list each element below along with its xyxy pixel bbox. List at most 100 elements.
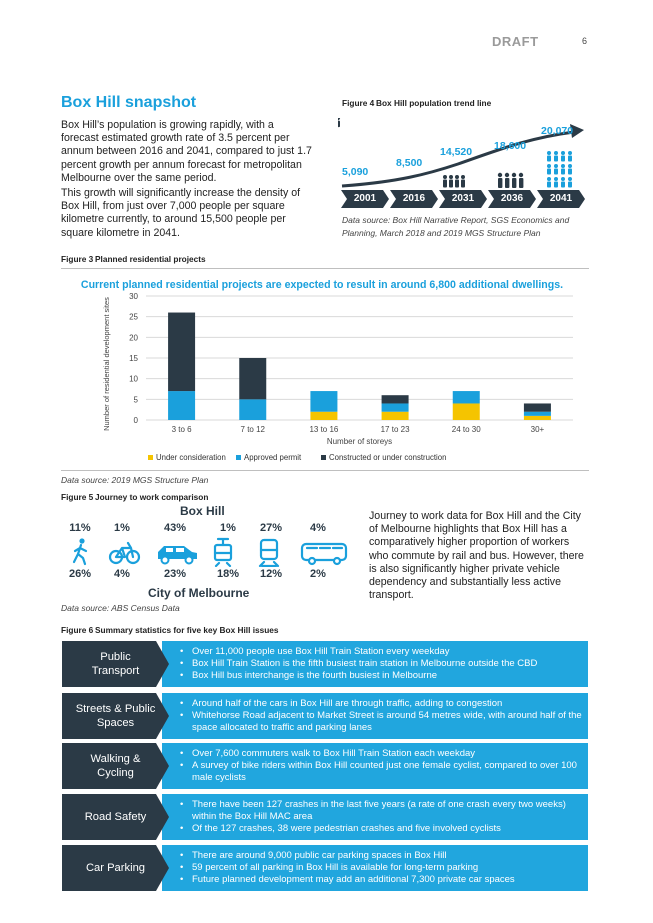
- stat-item: Whitehorse Road adjacent to Market Stree…: [180, 710, 582, 734]
- population-people-icons: [443, 172, 524, 188]
- figure5-label: Figure 5: [61, 492, 94, 502]
- journey-paragraph: Journey to work data for Box Hill and th…: [369, 510, 584, 602]
- stat-item: 59 percent of all parking in Box Hill is…: [180, 862, 515, 874]
- legend-swatch: [236, 455, 241, 460]
- melbourne-walk: 26%: [68, 568, 92, 580]
- x-tick-label: 17 to 23: [381, 425, 410, 434]
- bar-segment: [523, 411, 551, 416]
- stat-item: Future planned development may add an ad…: [180, 874, 515, 886]
- chart-title: Current planned residential projects are…: [80, 279, 564, 291]
- stat-item: There are around 9,000 public car parkin…: [180, 850, 515, 862]
- issue-row-streets: Around half of the cars in Box Hill are …: [62, 693, 588, 739]
- x-tick-label: 3 to 6: [172, 425, 193, 434]
- stat-item: Box Hill bus interchange is the fourth b…: [180, 670, 537, 682]
- stat-item: Box Hill Train Station is the fifth busi…: [180, 658, 537, 670]
- boxhill-walk: 11%: [69, 522, 91, 534]
- pop-value-2016: 8,500: [396, 157, 423, 169]
- figure4-label: Figure 4: [342, 98, 375, 108]
- population-trend-graphic: [338, 118, 584, 188]
- people-group-2031: [443, 175, 465, 188]
- car-icon: [158, 546, 197, 565]
- issue-tag: Public Transport: [62, 641, 169, 687]
- x-tick-label: 30+: [531, 425, 545, 434]
- issue-stats: Over 11,000 people use Box Hill Train St…: [162, 641, 588, 687]
- people-group-2041: [547, 151, 572, 188]
- figure3-top-rule: [61, 268, 589, 269]
- y-tick-label: 15: [129, 354, 138, 363]
- issue-row-car-parking: There are around 9,000 public car parkin…: [62, 845, 588, 891]
- snapshot-paragraph-1: Box Hill’s population is growing rapidly…: [61, 119, 312, 184]
- x-axis-label: Number of storeys: [327, 437, 392, 446]
- y-tick-label: 30: [129, 292, 138, 301]
- melbourne-car: 23%: [163, 568, 187, 580]
- figure3-title: Planned residential projects: [95, 254, 206, 264]
- issue-tag: Walking & Cycling: [62, 743, 169, 789]
- figure3-source: Data source: 2019 MGS Structure Plan: [61, 475, 209, 485]
- melbourne-train: 12%: [259, 568, 283, 580]
- issue-stats: There have been 127 crashes in the last …: [162, 794, 588, 840]
- bar-segment: [239, 399, 267, 420]
- page-number: 6: [582, 36, 588, 46]
- pop-value-2001: 5,090: [342, 166, 369, 178]
- legend-swatch: [148, 455, 153, 460]
- issue-row-public-transport: Over 11,000 people use Box Hill Train St…: [62, 641, 588, 687]
- year-2016: 2016: [390, 190, 438, 208]
- snapshot-paragraph-2: This growth will significantly increase …: [61, 187, 301, 239]
- tram-icon: [213, 537, 233, 567]
- transport-mode-icons: [72, 537, 348, 567]
- year-2041: 2041: [537, 190, 585, 208]
- issue-tag-label: Streets & Public Spaces: [75, 703, 156, 729]
- bar-segment: [310, 391, 338, 412]
- stat-item: Around half of the cars in Box Hill are …: [180, 698, 582, 710]
- figure5-source: Data source: ABS Census Data: [61, 603, 180, 613]
- population-trend-line: [341, 130, 575, 188]
- bar-segment: [239, 358, 267, 400]
- x-tick-label: 7 to 12: [241, 425, 266, 434]
- issue-stats: Around half of the cars in Box Hill are …: [162, 693, 588, 739]
- year-2001: 2001: [341, 190, 389, 208]
- year-2036: 2036: [488, 190, 536, 208]
- issue-tag-label: Public Transport: [91, 651, 140, 677]
- boxhill-train: 27%: [259, 522, 283, 534]
- issue-tag: Car Parking: [62, 845, 169, 891]
- x-tick-label: 13 to 16: [309, 425, 338, 434]
- bar-segment: [452, 391, 480, 404]
- legend-label: Under consideration: [156, 453, 226, 462]
- year-2031: 2031: [439, 190, 487, 208]
- bar-segment: [452, 403, 480, 420]
- y-tick-label: 10: [129, 375, 138, 384]
- melbourne-bus: 2%: [310, 568, 326, 580]
- boxhill-bus: 4%: [310, 522, 326, 534]
- trend-arrowhead: [570, 124, 584, 138]
- issue-tag-label: Car Parking: [85, 862, 146, 874]
- bar-segment: [168, 391, 196, 420]
- bar-segment: [523, 415, 551, 420]
- boxhill-cycle: 1%: [114, 522, 130, 534]
- bar-segment: [168, 312, 196, 392]
- issue-stats: There are around 9,000 public car parkin…: [162, 845, 588, 891]
- legend-swatch: [321, 455, 326, 460]
- draft-watermark: DRAFT: [492, 34, 539, 49]
- figure4-source: Data source: Box Hill Narrative Report, …: [342, 215, 570, 238]
- y-tick-label: 0: [134, 416, 139, 425]
- bar-segment: [381, 403, 409, 412]
- figure3-bottom-rule: [61, 470, 589, 471]
- section-title: Box Hill snapshot: [61, 94, 197, 111]
- y-axis-label: Number of residential development sites: [102, 297, 111, 431]
- pop-value-2041: 20,070: [541, 125, 574, 137]
- issue-row-road-safety: There have been 127 crashes in the last …: [62, 794, 588, 840]
- bar-segment: [523, 403, 551, 412]
- issue-tag-label: Road Safety: [84, 811, 147, 823]
- bus-icon: [300, 542, 348, 566]
- bar-segment: [310, 411, 338, 420]
- walk-icon: [72, 538, 88, 566]
- legend-label: Constructed or under construction: [329, 453, 446, 462]
- stat-item: A survey of bike riders within Box Hill …: [180, 760, 582, 784]
- stat-item: There have been 127 crashes in the last …: [180, 799, 582, 823]
- stat-item: Of the 127 crashes, 38 were pedestrian c…: [180, 823, 582, 835]
